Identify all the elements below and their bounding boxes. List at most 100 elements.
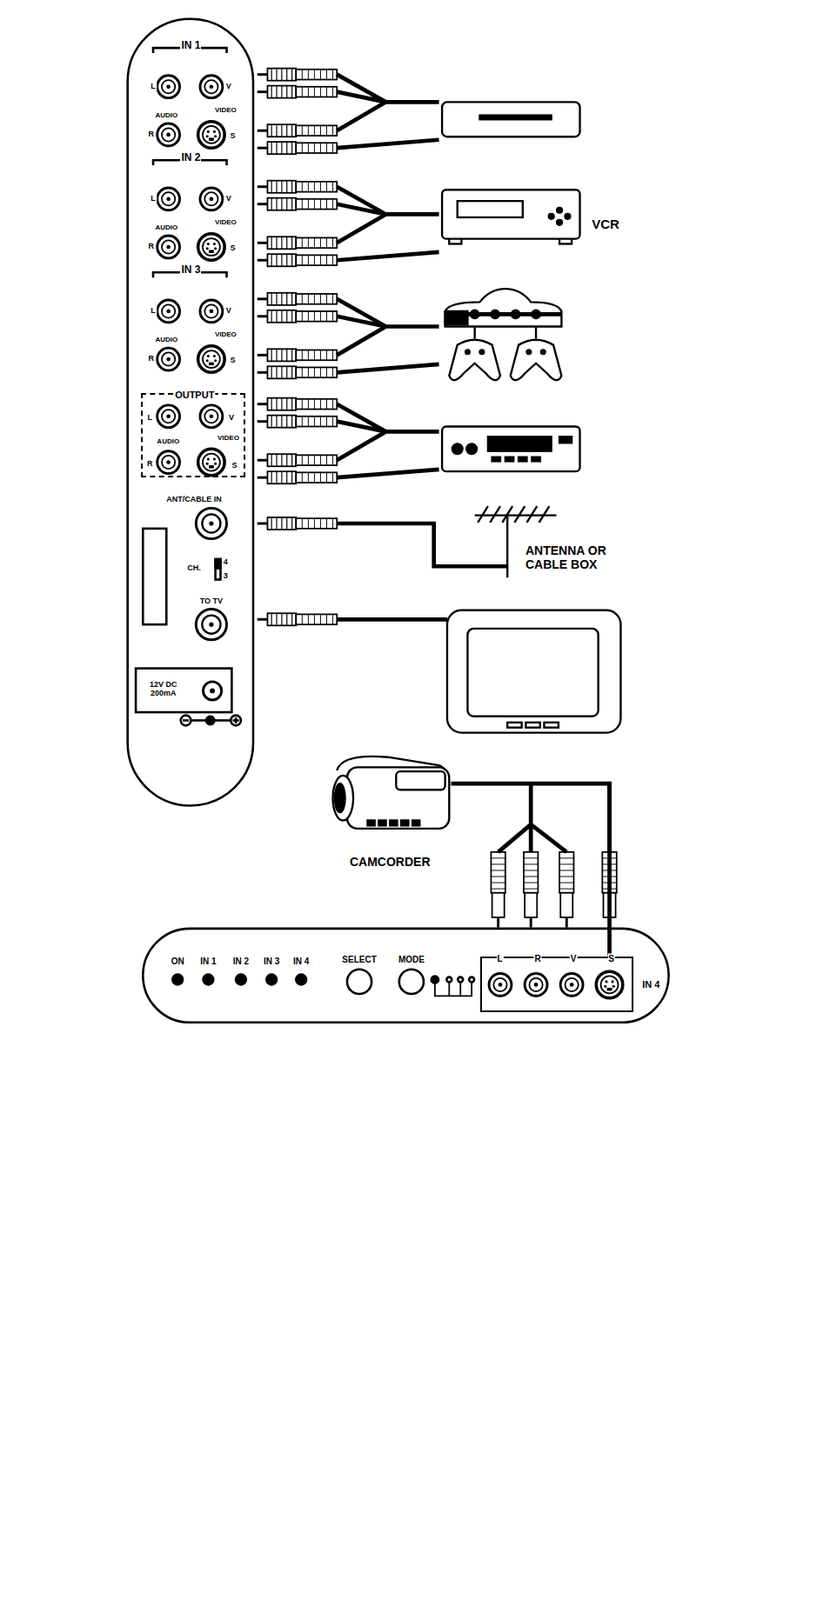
rca-plug xyxy=(291,180,293,194)
rca-plug xyxy=(281,180,282,194)
rca-plug xyxy=(257,398,338,411)
rca-jack xyxy=(488,973,512,997)
input-group: LRVSIN 4 xyxy=(480,957,634,1014)
device xyxy=(556,207,563,214)
dc-jack xyxy=(209,689,215,695)
rca-plug xyxy=(257,415,338,429)
rca-plug xyxy=(559,857,574,859)
rca-jack xyxy=(200,187,223,211)
f-connector xyxy=(195,508,227,539)
rca-plug xyxy=(524,893,537,918)
s-video-jack xyxy=(208,465,215,469)
rca-plug xyxy=(320,399,322,410)
node-text: AUDIO xyxy=(155,437,181,446)
jack-label: R xyxy=(147,354,155,364)
rca-plug xyxy=(490,852,505,894)
rca-jack xyxy=(493,978,507,992)
jack-label: R xyxy=(147,130,155,140)
node-text: ANTENNA OR CABLE BOX xyxy=(525,544,625,572)
rca-plug xyxy=(295,254,337,266)
rca-jack xyxy=(157,123,181,147)
rca-plug xyxy=(271,141,273,154)
device xyxy=(447,610,621,734)
rca-plug xyxy=(332,311,334,322)
rca-plug xyxy=(275,398,277,411)
s-video-jack xyxy=(208,362,215,367)
cable xyxy=(498,783,610,853)
device xyxy=(445,288,563,327)
rca-plug xyxy=(286,86,288,99)
rca-jack xyxy=(200,75,223,99)
rca-jack xyxy=(157,451,181,475)
rca-plug xyxy=(281,236,282,249)
rca-plug xyxy=(326,472,328,483)
rca-plug xyxy=(281,198,282,211)
rca-plug xyxy=(326,311,328,322)
rca-plug xyxy=(314,294,315,305)
camcorder xyxy=(395,771,445,790)
rca-plug xyxy=(295,142,337,154)
rca-plug xyxy=(271,366,273,379)
rca-jack xyxy=(200,405,223,429)
s-video-jack xyxy=(214,359,217,362)
f-connector xyxy=(195,609,227,641)
coax-plug xyxy=(332,518,334,529)
coax-plug xyxy=(275,613,277,626)
rca-jack xyxy=(204,304,218,318)
rca-plug xyxy=(320,472,322,483)
rca-plug xyxy=(301,350,303,362)
f-connector xyxy=(195,508,227,539)
rca-plug xyxy=(286,254,288,267)
rca-plug xyxy=(320,350,322,362)
s-video-jack xyxy=(198,346,226,374)
rca-plug xyxy=(307,472,309,483)
rca-plug xyxy=(314,472,315,483)
rca-plug xyxy=(332,416,334,428)
rca-plug xyxy=(275,236,277,249)
rca-plug xyxy=(326,294,328,305)
rca-plug xyxy=(332,367,334,378)
jack-label: L xyxy=(149,82,157,92)
rca-plug xyxy=(286,124,288,137)
back-panel xyxy=(182,719,189,723)
node-text: CAMCORDER xyxy=(348,856,432,870)
jack-label: VIDEO xyxy=(214,106,238,114)
rca-plug xyxy=(275,348,277,362)
rca-plug xyxy=(332,472,334,483)
rca-plug xyxy=(275,68,277,81)
rca-plug xyxy=(281,471,282,484)
rca-plug xyxy=(307,181,309,193)
rca-plug xyxy=(291,124,293,137)
device xyxy=(531,310,540,319)
rca-plug xyxy=(257,124,338,137)
rca-plug xyxy=(320,294,322,305)
jack-label: L xyxy=(149,307,157,316)
jack-label: ANT/CABLE IN xyxy=(165,495,223,505)
device xyxy=(525,722,540,729)
rca-plug xyxy=(257,180,338,194)
back-panel xyxy=(230,716,241,727)
jack-label: AUDIO xyxy=(153,223,179,232)
jack-label: AUDIO xyxy=(153,335,179,344)
s-video-jack xyxy=(202,238,221,256)
rca-jack xyxy=(524,973,548,997)
rca-plug xyxy=(332,237,334,248)
coax-plug xyxy=(295,614,337,625)
coax-plug xyxy=(257,618,268,622)
back-panel xyxy=(215,559,221,580)
s-video-jack xyxy=(207,130,210,134)
rca-plug xyxy=(257,241,268,245)
rca-plug xyxy=(301,399,303,410)
rca-jack xyxy=(166,196,171,201)
rca-plug xyxy=(257,68,338,81)
rca-jack xyxy=(209,309,215,315)
s-video-jack xyxy=(198,234,226,262)
camcorder xyxy=(334,783,346,813)
coax-plug xyxy=(301,518,303,529)
rca-plug xyxy=(281,293,282,306)
output-group: OUTPUTLAUDIORVVIDEOS xyxy=(140,393,246,478)
antenna xyxy=(477,506,549,523)
rca-jack xyxy=(157,300,181,323)
rca-plug xyxy=(326,254,328,266)
rca-plug xyxy=(267,310,296,323)
